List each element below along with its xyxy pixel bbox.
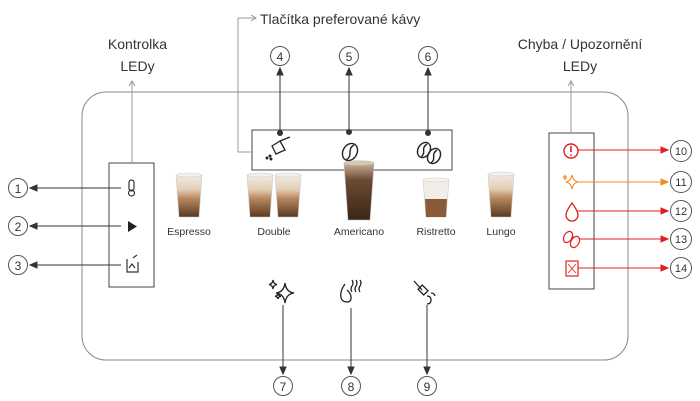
descale-icon <box>126 254 139 273</box>
callout-9: 9 <box>417 376 437 396</box>
callout-3: 3 <box>8 255 28 275</box>
warning-bean-icon <box>562 230 581 249</box>
play-icon <box>128 221 137 232</box>
callout-1: 1 <box>8 178 28 198</box>
beverage-label-lungo: Lungo <box>486 226 516 238</box>
callout-10: 10 <box>670 140 692 162</box>
indicator-leds-heading: Kontrolka LEDy <box>95 33 180 77</box>
thermometer-icon <box>127 179 136 197</box>
beverage-label-espresso: Espresso <box>167 226 211 238</box>
espresso-cup <box>175 172 203 218</box>
double-bean-icon <box>416 141 442 165</box>
left-callout-lines <box>28 184 121 269</box>
callout-13: 13 <box>670 228 692 250</box>
scoop-icon <box>265 136 291 161</box>
callout-12: 12 <box>670 200 692 222</box>
warning-heading-connector <box>567 80 575 133</box>
error-warning-heading: Chyba / Upozornění LEDy <box>510 33 650 77</box>
callout-4: 4 <box>270 46 290 66</box>
callout-6: 6 <box>418 46 438 66</box>
beverage-label-ristretto: Ristretto <box>416 226 456 238</box>
water-drop-icon <box>565 201 579 222</box>
grounds-container-icon <box>565 260 579 277</box>
ristretto-cup <box>422 177 450 218</box>
preferred-heading-connector <box>237 14 257 153</box>
indicator-heading-connector <box>128 80 136 163</box>
error-warning-heading-line2: LEDy <box>562 58 598 74</box>
beverage-label-americano: Americano <box>333 226 385 238</box>
americano-cup <box>343 160 375 221</box>
callout-14: 14 <box>670 257 692 279</box>
top-callout-lines <box>276 66 432 136</box>
beverage-label-double: Double <box>257 226 291 238</box>
preferred-coffee-heading: Tlačítka preferované kávy <box>260 11 421 27</box>
callout-2: 2 <box>8 216 28 236</box>
bottom-callout-lines <box>279 305 431 376</box>
sparkle-icon <box>268 279 295 304</box>
steam-icon <box>340 279 362 303</box>
callout-5: 5 <box>339 46 359 66</box>
warning-sparkle-icon <box>562 174 579 190</box>
indicator-leds-heading-line2: LEDy <box>120 58 155 74</box>
callout-8: 8 <box>341 376 361 396</box>
exclamation-icon <box>563 143 579 159</box>
right-callout-lines <box>568 146 670 272</box>
milk-frother-icon <box>413 280 436 305</box>
double-cups <box>246 172 302 218</box>
error-warning-heading-line1: Chyba / Upozornění <box>517 36 643 52</box>
indicator-leds-heading-line1: Kontrolka <box>107 36 168 52</box>
lungo-cup <box>487 171 515 218</box>
bean-icon <box>341 142 359 162</box>
callout-7: 7 <box>273 376 293 396</box>
callout-11: 11 <box>670 171 692 193</box>
